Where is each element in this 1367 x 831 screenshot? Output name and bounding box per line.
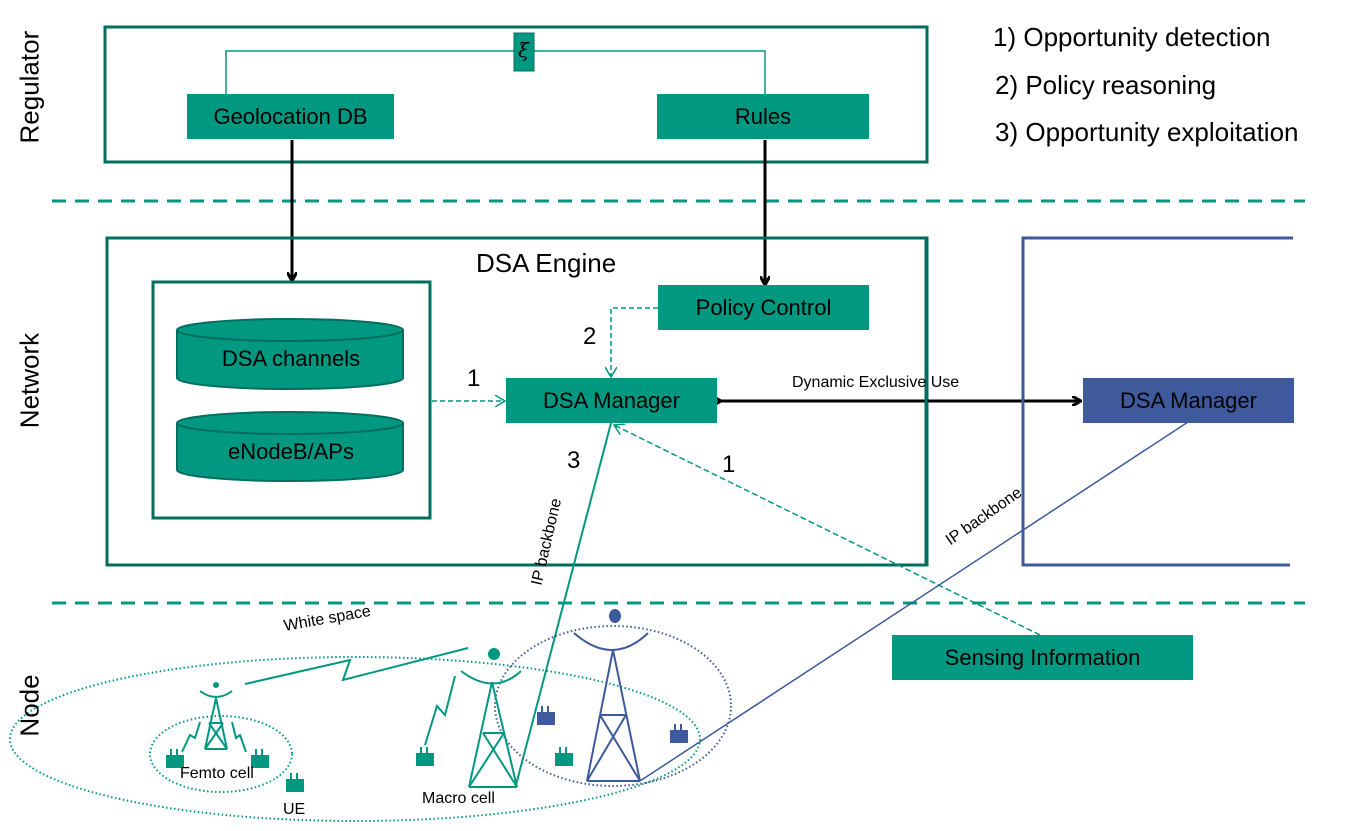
macro-cell-label: Macro cell <box>422 790 495 807</box>
sensing-information-box[interactable]: Sensing Information <box>892 635 1193 680</box>
database-frame <box>151 280 432 520</box>
arrow-sensing-to-manager <box>614 425 1041 636</box>
db-label-dsa-channels: DSA channels <box>221 346 361 371</box>
ue-icon <box>416 747 434 766</box>
dynamic-exclusive-use-label: Dynamic Exclusive Use <box>792 374 960 391</box>
femto-cell-label: Femto cell <box>180 765 254 782</box>
link-icon-box <box>513 32 535 72</box>
ip-backbone-line-remote <box>639 421 1189 782</box>
geolocation-db-box[interactable]: Geolocation DB <box>187 94 394 139</box>
legend-item-2: 2) Policy reasoning <box>995 70 1217 100</box>
remote-tower-icon <box>573 609 649 782</box>
regulator-link-line <box>225 50 766 94</box>
policy-control-box[interactable]: Policy Control <box>658 285 869 330</box>
layer-label-network: Network <box>14 332 45 429</box>
step-label-2: 2 <box>583 323 597 350</box>
dsa-manager-box[interactable]: DSA Manager <box>506 378 717 423</box>
legend-item-3: 3) Opportunity exploitation <box>995 117 1299 147</box>
ue-icon <box>555 747 573 766</box>
macro-coverage-ellipse <box>9 656 701 822</box>
step-label-1-db: 1 <box>467 365 481 392</box>
step-label-1-sensing: 1 <box>722 451 736 478</box>
white-space-link <box>244 647 469 685</box>
femto-coverage-ellipse <box>149 715 293 793</box>
step-label-3: 3 <box>567 447 581 474</box>
link-icon: ξ <box>518 38 530 62</box>
ip-backbone-line-local <box>515 422 612 786</box>
dsa-manager-remote-box[interactable]: DSA Manager <box>1083 378 1294 423</box>
db-cylinder-dsa-channels <box>176 318 404 390</box>
dsa-engine-title: DSA Engine <box>476 248 617 278</box>
layer-label-regulator: Regulator <box>14 30 45 144</box>
ue-icon <box>286 773 304 792</box>
db-label-enodeb: eNodeB/APs <box>228 439 354 464</box>
legend-item-1: 1) Opportunity detection <box>993 22 1271 52</box>
rules-box[interactable]: Rules <box>657 94 869 139</box>
arrow-policy-to-manager <box>611 307 658 377</box>
layer-label-node: Node <box>14 674 45 737</box>
ue-label: UE <box>283 801 306 818</box>
ue-icon-blue <box>670 724 688 743</box>
regulator-frame <box>103 25 929 164</box>
remote-network-frame <box>1021 236 1293 567</box>
ue-icon-blue <box>537 706 555 725</box>
remote-coverage-ellipse <box>494 625 732 787</box>
db-cylinder-enodeb <box>176 411 404 482</box>
femto-tower-icon <box>181 682 247 753</box>
macro-tower-icon <box>424 648 522 788</box>
